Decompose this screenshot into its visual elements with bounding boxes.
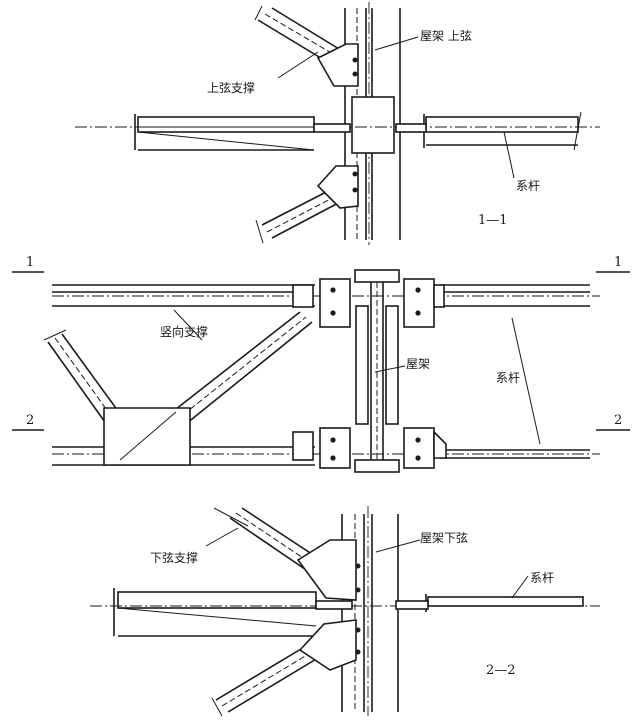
label-roof-truss: 屋架 [406,357,430,371]
view-title-1-1: 1—1 [478,213,508,228]
section-mark-2-left: 2 [26,413,34,428]
section-mark-2-right: 2 [614,413,622,428]
top-chord-brace-lower [255,165,359,244]
leader-vertical-brace [173,309,203,341]
leader-top-chord [374,36,419,51]
label-tie-rod-bottom: 系杆 [530,571,554,585]
label-bottom-chord: 屋架下弦 [420,530,468,545]
view-title-2-2: 2—2 [486,663,516,678]
tie-rod-bottom [90,588,600,637]
leader-tie-rod-bottom [511,575,529,599]
section-marks: 1 1 2 2 [12,255,630,431]
top-tie-beam [52,284,600,307]
bottom-chord-brace-lower [211,619,361,717]
label-tie-rod-top: 系杆 [516,179,540,193]
label-tie-rod-middle: 系杆 [496,371,520,385]
view-2-2: 屋架下弦 下弦支撑 系杆 2—2 [90,506,600,717]
leader-bottom-chord [375,539,421,553]
label-top-chord: 屋架 上弦 [420,28,472,43]
leader-tie-rod-middle [511,317,541,445]
label-vertical-brace: 竖向支撑 [160,324,208,339]
label-bottom-chord-brace: 下弦支撑 [150,550,198,565]
section-mark-1-right: 1 [614,255,622,270]
view-1-1: 屋架 上弦 上弦支撑 系杆 1—1 [75,2,600,245]
section-mark-1-left: 1 [26,255,34,270]
leader-bottom-brace [205,527,239,547]
view-elevation: 1 1 2 2 [12,255,630,473]
leader-tie-rod-top [503,131,515,179]
leader-roof-truss [374,365,406,373]
label-top-chord-brace: 上弦支撑 [207,80,255,95]
vertical-brace [43,311,313,466]
top-chord-brace-upper [254,5,359,87]
tie-rod-top [75,111,600,151]
bottom-chord-brace-upper [213,507,361,601]
truss-top-chord [344,2,401,245]
leader-top-brace [277,51,319,79]
truss-bottom-chord [341,506,399,716]
truss-vertical [354,269,400,473]
gusset-plates [292,278,447,469]
